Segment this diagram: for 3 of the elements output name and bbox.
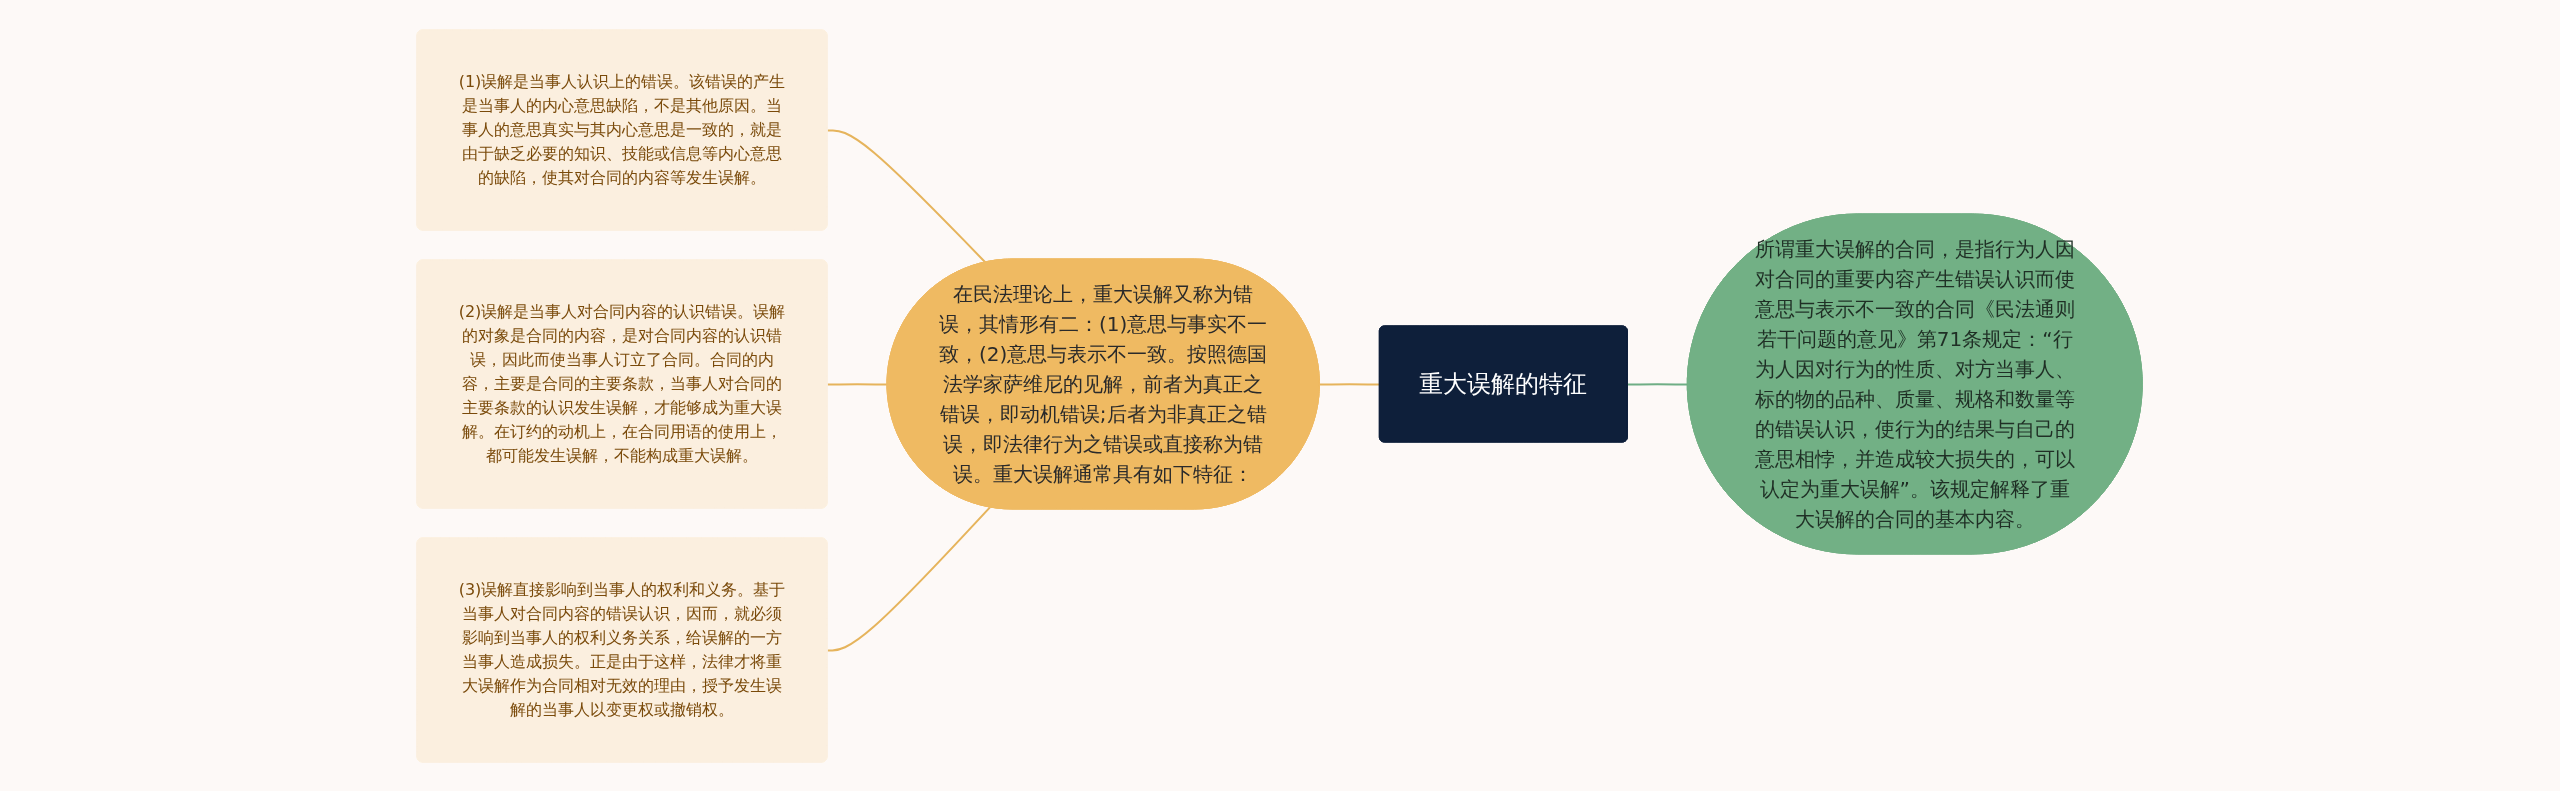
- connector: [826, 128, 987, 263]
- connector: [826, 382, 889, 385]
- connector: [826, 505, 992, 651]
